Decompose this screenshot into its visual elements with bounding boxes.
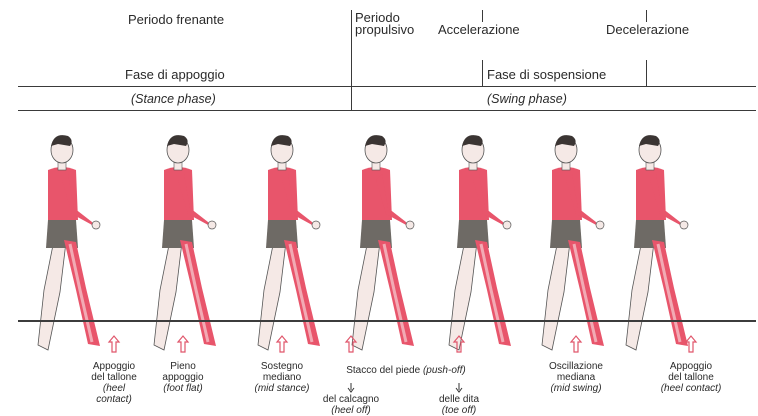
caption-line: Stacco del piede	[346, 365, 420, 376]
caption-heel-contact: Appoggio del tallone (heel contact)	[84, 361, 144, 405]
figure-heel-contact	[38, 135, 100, 350]
caption-line: appoggio	[153, 372, 213, 383]
caption-line: Sostegno	[247, 361, 317, 372]
caption-line: Appoggio	[651, 361, 731, 372]
caption-foot-flat: Pieno appoggio (foot flat)	[153, 361, 213, 394]
caption-line: Oscillazione	[541, 361, 611, 372]
caption-heel-contact-2: Appoggio del tallone (heel contact)	[651, 361, 731, 394]
arrow-heel-contact	[109, 336, 119, 352]
figure-heel-contact-2	[626, 135, 688, 350]
caption-line: del calcagno	[316, 394, 386, 405]
caption-line: delle dita	[424, 394, 494, 405]
caption-italic: (toe off)	[442, 405, 476, 416]
figure-mid-swing	[542, 135, 604, 350]
figure-toe-off	[449, 135, 511, 350]
arrow-foot-flat	[178, 336, 188, 352]
caption-line: Appoggio	[84, 361, 144, 372]
caption-italic: (heel off)	[331, 405, 370, 416]
caption-line: del tallone	[84, 372, 144, 383]
caption-italic: contact)	[96, 394, 132, 405]
figure-foot-flat	[154, 135, 216, 350]
caption-italic: (mid stance)	[254, 383, 309, 394]
caption-line: mediano	[247, 372, 317, 383]
caption-toe-off: delle dita (toe off)	[424, 394, 494, 416]
caption-heel-off: del calcagno (heel off)	[316, 394, 386, 416]
figure-mid-stance	[258, 135, 320, 350]
caption-line: Pieno	[153, 361, 213, 372]
caption-italic: (mid swing)	[550, 383, 601, 394]
caption-italic: (heel contact)	[661, 383, 722, 394]
pushoff-subarrows	[348, 383, 462, 392]
arrow-mid-swing	[571, 336, 581, 352]
caption-italic: (foot flat)	[163, 383, 202, 394]
figure-heel-off	[352, 135, 414, 350]
caption-line: mediana	[541, 372, 611, 383]
caption-italic: (heel	[103, 383, 125, 394]
caption-italic: (push-off)	[423, 365, 466, 376]
arrow-mid-stance	[277, 336, 287, 352]
caption-mid-stance: Sostegno mediano (mid stance)	[247, 361, 317, 394]
caption-line: del tallone	[651, 372, 731, 383]
caption-mid-swing: Oscillazione mediana (mid swing)	[541, 361, 611, 394]
caption-push-off: Stacco del piede (push-off)	[336, 365, 476, 376]
